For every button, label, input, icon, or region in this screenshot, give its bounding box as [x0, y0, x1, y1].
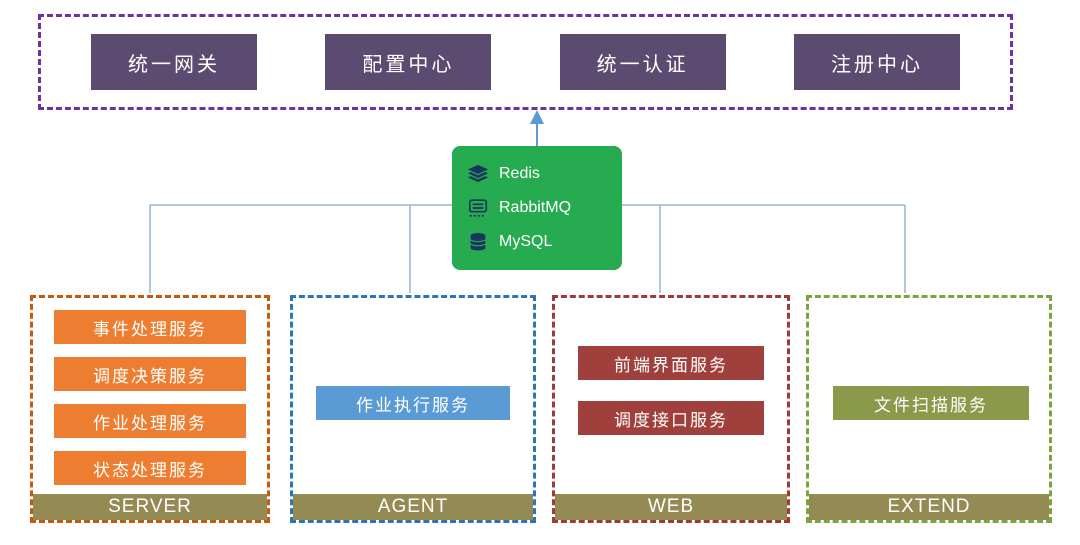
- dispatch-decision-service-box: 调度决策服务: [54, 357, 246, 391]
- mysql-row: MySQL: [466, 230, 622, 254]
- rabbitmq-icon: [466, 196, 490, 220]
- status-processing-service-box: 状态处理服务: [54, 451, 246, 485]
- registry-center-box: 注册中心: [793, 34, 960, 90]
- unified-gateway-box: 统一网关: [91, 34, 257, 90]
- extend-group: 文件扫描服务 EXTEND: [806, 295, 1052, 523]
- redis-label: Redis: [499, 165, 540, 182]
- unified-auth-box: 统一认证: [559, 34, 726, 90]
- mysql-label: MySQL: [499, 233, 553, 250]
- mysql-icon: [466, 230, 490, 254]
- server-group: 事件处理服务 调度决策服务 作业处理服务 状态处理服务 SERVER: [30, 295, 270, 523]
- frontend-ui-service-box: 前端界面服务: [578, 346, 764, 380]
- job-processing-service-box: 作业处理服务: [54, 404, 246, 438]
- extend-group-label: EXTEND: [809, 494, 1049, 520]
- middleware-box: Redis RabbitMQ M: [452, 146, 622, 270]
- event-processing-service-box: 事件处理服务: [54, 310, 246, 344]
- platform-services-group: 统一网关 配置中心 统一认证 注册中心: [38, 14, 1013, 110]
- agent-group: 作业执行服务 AGENT: [290, 295, 536, 523]
- web-group: 前端界面服务 调度接口服务 WEB: [552, 295, 790, 523]
- redis-icon: [466, 162, 490, 186]
- file-scan-service-box: 文件扫描服务: [833, 386, 1029, 420]
- up-arrow-head: [530, 110, 544, 124]
- web-group-label: WEB: [555, 494, 787, 520]
- dispatch-api-service-box: 调度接口服务: [578, 401, 764, 435]
- job-execution-service-box: 作业执行服务: [316, 386, 510, 420]
- redis-row: Redis: [466, 162, 622, 186]
- rabbitmq-row: RabbitMQ: [466, 196, 622, 220]
- server-group-label: SERVER: [33, 494, 267, 520]
- agent-group-label: AGENT: [293, 494, 533, 520]
- rabbitmq-label: RabbitMQ: [499, 199, 572, 216]
- config-center-box: 配置中心: [325, 34, 492, 90]
